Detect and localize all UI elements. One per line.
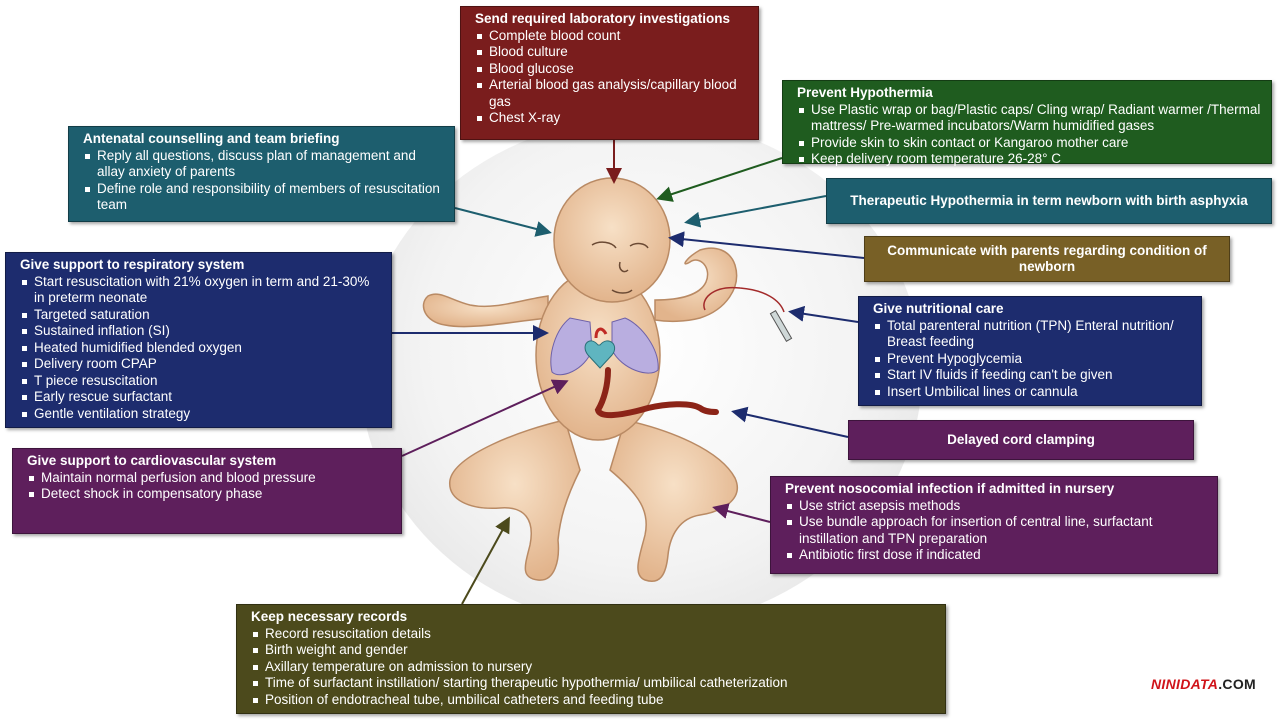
- box-title: Communicate with parents regarding condi…: [887, 242, 1207, 275]
- list-item: Start resuscitation with 21% oxygen in t…: [20, 274, 383, 307]
- list-item: Define role and responsibility of member…: [83, 181, 446, 214]
- box-title: Send required laboratory investigations: [475, 11, 731, 26]
- baby-right-leg: [609, 419, 738, 582]
- box-prevent-hypothermia: Prevent Hypothermia Use Plastic wrap or …: [782, 80, 1272, 166]
- list-item: Provide skin to skin contact or Kangaroo…: [797, 135, 1263, 152]
- baby-eye-left: [591, 241, 617, 249]
- baby-mouth: [611, 289, 633, 294]
- baby-left-leg: [449, 419, 581, 581]
- arrow-nutrition: [788, 305, 859, 323]
- arrow-infection: [712, 503, 771, 523]
- arrow-hypothermia: [656, 157, 783, 202]
- list-item: Blood culture: [475, 44, 750, 61]
- watermark-brand: NINIDATA: [1151, 676, 1219, 692]
- baby-head: [553, 177, 671, 303]
- box-therapeutic-hypothermia: Therapeutic Hypothermia in term newborn …: [826, 178, 1272, 224]
- box-antenatal-counselling: Antenatal counselling and team briefing …: [68, 126, 455, 222]
- box-respiratory-support: Give support to respiratory system Start…: [5, 252, 392, 428]
- list-item: Reply all questions, discuss plan of man…: [83, 148, 446, 181]
- box-delayed-cord-clamping: Delayed cord clamping: [848, 420, 1194, 460]
- baby-nose: [618, 261, 629, 273]
- box-title: Give support to respiratory system: [20, 257, 245, 272]
- box-communicate-parents: Communicate with parents regarding condi…: [864, 236, 1230, 282]
- arrow-cord: [731, 406, 849, 438]
- list-item: Arterial blood gas analysis/capillary bl…: [475, 77, 750, 110]
- list-item: Keep delivery room temperature 26-28° C: [797, 151, 1263, 168]
- list-item: Prevent Hypoglycemia: [873, 351, 1193, 368]
- list-item: Time of surfactant instillation/ startin…: [251, 675, 937, 692]
- box-title: Therapeutic Hypothermia in term newborn …: [850, 192, 1248, 208]
- list-item: Gentle ventilation strategy: [20, 406, 383, 423]
- list-item: Detect shock in compensatory phase: [27, 486, 393, 503]
- baby-eye-right: [629, 242, 649, 249]
- baby-right-arm: [654, 247, 738, 323]
- list-item: Total parenteral nutrition (TPN) Enteral…: [873, 318, 1193, 351]
- list-item: Complete blood count: [475, 28, 750, 45]
- list-item: Birth weight and gender: [251, 642, 937, 659]
- umbilical-cord: [594, 367, 719, 418]
- list-item: Record resuscitation details: [251, 626, 937, 643]
- box-lab-investigations: Send required laboratory investigations …: [460, 6, 759, 140]
- arrow-records: [461, 516, 510, 605]
- box-title: Prevent nosocomial infection if admitted…: [785, 481, 1115, 496]
- box-title: Antenatal counselling and team briefing: [83, 131, 340, 146]
- list-item: Use bundle approach for insertion of cen…: [785, 514, 1209, 547]
- aorta: [594, 327, 608, 339]
- syringe-icon: [769, 309, 793, 343]
- list-item: Chest X-ray: [475, 110, 750, 127]
- arrow-antenatal: [454, 207, 552, 237]
- list-item: T piece resuscitation: [20, 373, 383, 390]
- baby-left-arm: [422, 293, 549, 328]
- list-item: Delivery room CPAP: [20, 356, 383, 373]
- box-title: Delayed cord clamping: [947, 431, 1095, 447]
- list-item: Use Plastic wrap or bag/Plastic caps/ Cl…: [797, 102, 1263, 135]
- watermark: NINIDATA.COM: [1151, 676, 1256, 692]
- list-item: Maintain normal perfusion and blood pres…: [27, 470, 393, 487]
- box-nutritional-care: Give nutritional care Total parenteral n…: [858, 296, 1202, 406]
- arrow-cardio: [401, 379, 569, 457]
- list-item: Insert Umbilical lines or cannula: [873, 384, 1193, 401]
- arrow-communicate: [668, 231, 865, 259]
- heart: [584, 340, 616, 369]
- arrow-therapeutic: [684, 195, 827, 228]
- list-item: Start IV fluids if feeding can't be give…: [873, 367, 1193, 384]
- iv-line: [703, 286, 785, 313]
- box-title: Keep necessary records: [251, 609, 408, 624]
- watermark-suffix: .COM: [1218, 676, 1256, 692]
- box-cardiovascular-support: Give support to cardiovascular system Ma…: [12, 448, 402, 534]
- list-item: Early rescue surfactant: [20, 389, 383, 406]
- list-item: Use strict asepsis methods: [785, 498, 1209, 515]
- lung-right: [611, 317, 659, 374]
- box-nosocomial-infection: Prevent nosocomial infection if admitted…: [770, 476, 1218, 574]
- list-item: Position of endotracheal tube, umbilical…: [251, 692, 937, 709]
- list-item: Targeted saturation: [20, 307, 383, 324]
- list-item: Sustained inflation (SI): [20, 323, 383, 340]
- list-item: Blood glucose: [475, 61, 750, 78]
- box-title: Give support to cardiovascular system: [27, 453, 277, 468]
- list-item: Antibiotic first dose if indicated: [785, 547, 1209, 564]
- box-keep-records: Keep necessary records Record resuscitat…: [236, 604, 946, 714]
- list-item: Axillary temperature on admission to nur…: [251, 659, 937, 676]
- box-title: Give nutritional care: [873, 301, 1004, 316]
- box-title: Prevent Hypothermia: [797, 85, 933, 100]
- list-item: Heated humidified blended oxygen: [20, 340, 383, 357]
